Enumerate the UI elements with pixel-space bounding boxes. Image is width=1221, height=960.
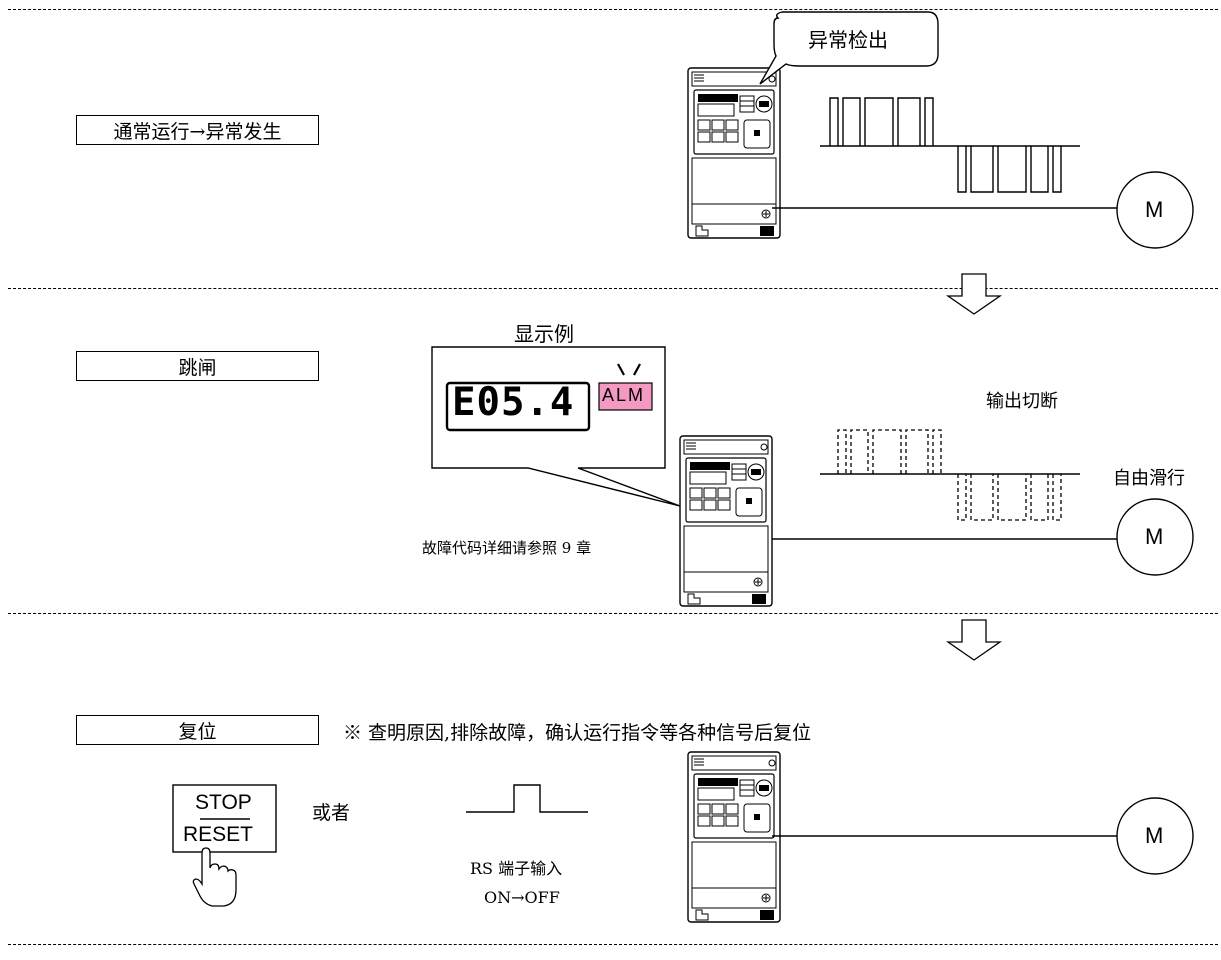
step-label-text: 跳闸 bbox=[178, 356, 217, 379]
reset-key-label: RESET bbox=[183, 823, 254, 846]
inverter-device bbox=[679, 435, 773, 607]
motor-circle bbox=[1116, 171, 1194, 249]
alm-label: ALM bbox=[602, 385, 646, 405]
flash-mark bbox=[633, 363, 641, 376]
step-label-trip: 跳闸 bbox=[76, 351, 319, 381]
stop-key-label: STOP bbox=[195, 791, 252, 814]
motor-label: M bbox=[1145, 823, 1164, 848]
reset-note: ※ 查明原因,排除故障，确认运行指令等各种信号后复位 bbox=[343, 722, 812, 744]
display-code: E05.4 bbox=[452, 380, 575, 425]
flash-mark bbox=[617, 363, 625, 376]
step-label-text: 复位 bbox=[178, 720, 217, 743]
separator-bottom bbox=[8, 944, 1218, 945]
or-text: 或者 bbox=[312, 802, 351, 824]
pointing-hand-icon bbox=[192, 847, 237, 907]
speech-bubble bbox=[759, 11, 939, 85]
step-label-normal-to-fault: 通常运行→异常发生 bbox=[76, 115, 319, 145]
alm-indicator bbox=[598, 382, 653, 411]
step-label-reset: 复位 bbox=[76, 715, 319, 745]
down-arrow-icon bbox=[947, 619, 1001, 661]
motor-label: M bbox=[1145, 197, 1164, 222]
output-waveform bbox=[820, 97, 1080, 193]
motor-label: M bbox=[1145, 524, 1164, 549]
output-cutoff-label: 输出切断 bbox=[986, 391, 1058, 412]
inverter-device bbox=[687, 751, 781, 923]
separator-2 bbox=[8, 613, 1218, 614]
cutoff-waveform bbox=[837, 429, 1062, 521]
bubble-text: 异常检出 bbox=[808, 28, 888, 52]
rs-pulse-waveform bbox=[466, 784, 588, 813]
inverter-device bbox=[687, 67, 781, 239]
motor-circle bbox=[1116, 797, 1194, 875]
down-arrow-icon bbox=[947, 273, 1001, 315]
step-label-text: 通常运行→异常发生 bbox=[113, 120, 282, 143]
fault-code-reference: 故障代码详细请参照 9 章 bbox=[422, 539, 592, 557]
display-example-title: 显示例 bbox=[514, 322, 574, 346]
separator-top bbox=[8, 9, 1218, 10]
separator-1 bbox=[8, 288, 1218, 289]
rs-terminal-input-label: RS 端子输入 bbox=[470, 859, 563, 878]
motor-circle bbox=[1116, 498, 1194, 576]
display-panel bbox=[445, 381, 591, 432]
coasting-label: 自由滑行 bbox=[1113, 468, 1185, 489]
on-off-label: ON→OFF bbox=[484, 888, 560, 907]
